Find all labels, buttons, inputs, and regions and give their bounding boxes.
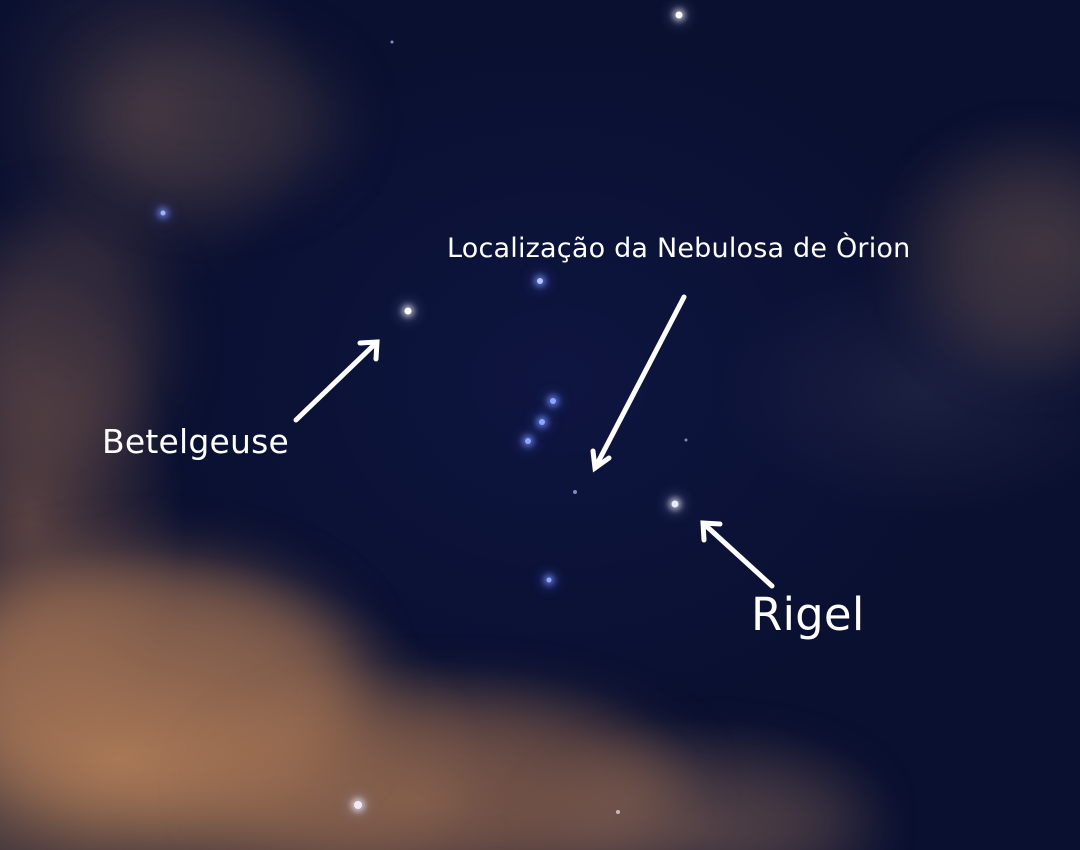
arrow-nebula-head bbox=[590, 448, 612, 473]
star-belt bbox=[539, 419, 545, 425]
star bbox=[160, 210, 166, 216]
rigel-label: Rigel bbox=[751, 588, 865, 641]
star-rigel bbox=[671, 500, 679, 508]
arrow-rigel-head bbox=[700, 520, 723, 543]
star bbox=[573, 490, 577, 494]
orion-nebula-label: Localização da Nebulosa de Òrion bbox=[447, 233, 911, 264]
star bbox=[537, 278, 543, 284]
arrow-nebula bbox=[592, 294, 687, 471]
star-belt bbox=[550, 398, 556, 404]
star bbox=[354, 801, 362, 809]
arrow-betelgeuse bbox=[293, 339, 380, 423]
betelgeuse-label: Betelgeuse bbox=[102, 422, 290, 461]
arrow-betelgeuse-head bbox=[357, 339, 380, 362]
star bbox=[675, 11, 683, 19]
star-betelgeuse bbox=[404, 307, 412, 315]
star bbox=[390, 40, 394, 44]
star bbox=[546, 577, 552, 583]
star bbox=[684, 438, 688, 442]
arrow-rigel bbox=[700, 520, 775, 589]
star-belt bbox=[525, 438, 531, 444]
star bbox=[616, 810, 620, 814]
